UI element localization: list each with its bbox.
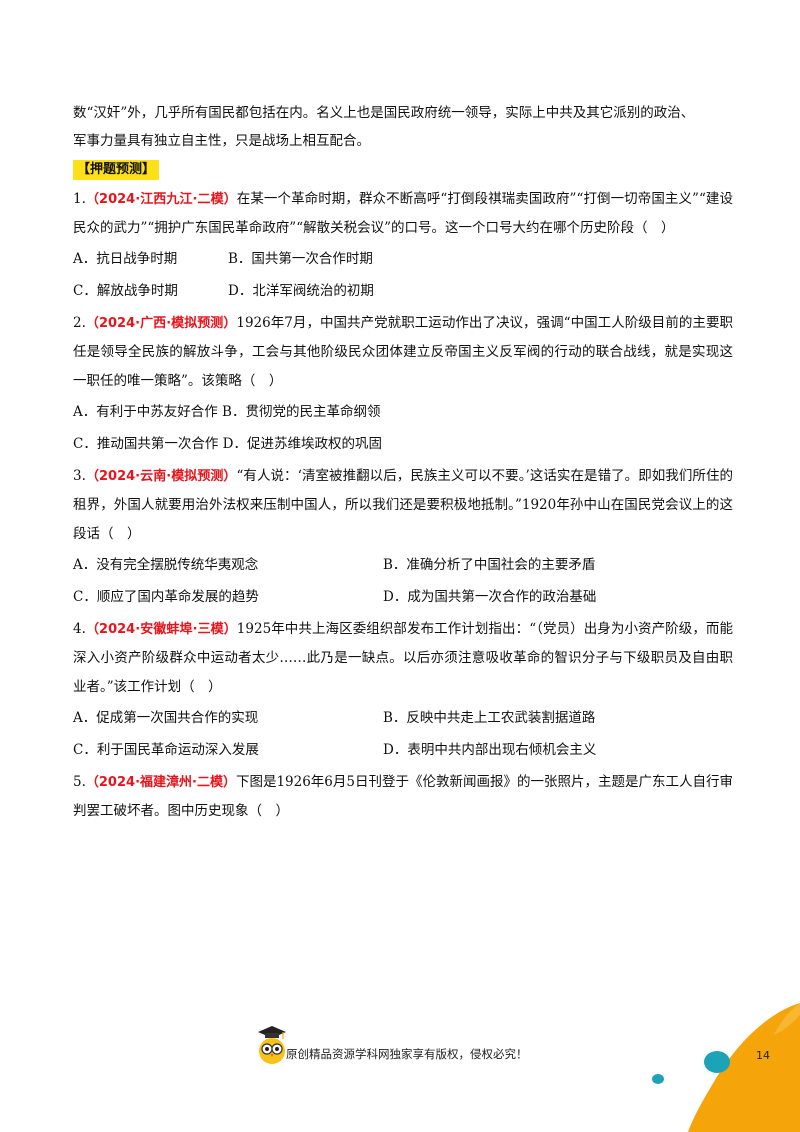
question-1-number: 1. [73,191,86,207]
question-1-option-a: A．抗日战争时期 [73,251,178,267]
question-1: 1.（2024·江西九江·二模）在某一个革命时期，群众不断高呼“打倒段祺瑞卖国政… [73,185,733,307]
question-1-option-d: D．北洋军阀统治的初期 [228,283,374,299]
page-content: 数“汉奸”外，几乎所有国民都包括在内。名义上也是国民政府统一领导，实际上中共及其… [73,99,733,826]
footer: 原创精品资源学科网独家享有版权，侵权必究！ [257,1020,557,1070]
question-3-option-c: C．顺应了国内革命发展的趋势 [73,589,259,605]
question-1-option-c: C．解放战争时期 [73,283,178,299]
question-5-number: 5. [73,774,86,790]
question-2-option-d: D．促进苏维埃政权的巩固 [222,436,382,452]
question-3-stem: 3.（2024·云南·模拟预测）“有人说：‘清室被推翻以后，民族主义可以不要。’… [73,462,733,549]
question-2-stem: 2.（2024·广西·模拟预测）1926年7月，中国共产党就职工运动作出了决议，… [73,309,733,396]
question-1-source: （2024·江西九江·二模） [85,192,237,207]
question-4-stem: 4.（2024·安徽蚌埠·三模）1925年中共上海区委组织部发布工作计划指出：“… [73,615,733,702]
question-3-option-b: B．准确分析了中国社会的主要矛盾 [383,557,596,573]
question-2-option-c: C．推动国共第一次合作 [73,436,219,452]
question-2-options-row-1: A．有利于中苏友好合作 B．贯彻党的民主革命纲领 [73,396,733,428]
question-1-stem: 1.（2024·江西九江·二模）在某一个革命时期，群众不断高呼“打倒段祺瑞卖国政… [73,185,733,243]
copyright-notice: 原创精品资源学科网独家享有版权，侵权必究！ [286,1047,528,1061]
question-1-options: A．抗日战争时期 B．国共第一次合作时期 C．解放战争时期 D．北洋军阀统治的初… [73,243,733,307]
question-4-option-d: D．表明中共内部出现右倾机会主义 [383,742,597,758]
question-4-source: （2024·安徽蚌埠·三模） [85,622,237,637]
question-4-options: A．促成第一次国共合作的实现 B．反映中共走上工农武装割据道路 C．利于国民革命… [73,702,733,766]
question-2-number: 2. [73,315,86,331]
intro-line-2: 军事力量具有独立自主性，只是战场上相互配合。 [73,133,370,149]
question-2-text: 1926年7月，中国共产党就职工运动作出了决议，强调“中国工人阶级目前的主要职任… [73,315,733,389]
question-3-option-d: D．成为国共第一次合作的政治基础 [383,589,597,605]
question-4-option-b: B．反映中共走上工农武装割据道路 [383,710,596,726]
question-3-source: （2024·云南·模拟预测） [85,469,237,484]
question-4-text: 1925年中共上海区委组织部发布工作计划指出：“（党员）出身为小资产阶级，而能深… [73,621,733,695]
question-4-option-a: A．促成第一次国共合作的实现 [73,710,259,726]
question-3-option-a: A．没有完全摆脱传统华夷观念 [73,557,259,573]
question-3-number: 3. [73,468,86,484]
question-1-option-b: B．国共第一次合作时期 [228,251,373,267]
question-4: 4.（2024·安徽蚌埠·三模）1925年中共上海区委组织部发布工作计划指出：“… [73,615,733,766]
page-number: 14 [756,1049,770,1062]
question-2-option-a: A．有利于中苏友好合作 [73,404,218,420]
question-3-options: A．没有完全摆脱传统华夷观念 B．准确分析了中国社会的主要矛盾 C．顺应了国内革… [73,549,733,613]
section-tag-prediction: 【押题预测】 [73,160,160,180]
question-5-source: （2024·福建漳州·二模） [85,775,236,790]
question-5-stem: 5.（2024·福建漳州·二模）下图是1926年6月5日刊登于《伦敦新闻画报》的… [73,768,733,826]
question-5-text: 下图是1926年6月5日刊登于《伦敦新闻画报》的一张照片，主题是广东工人自行审判… [73,774,733,819]
question-3-text: “有人说：‘清室被推翻以后，民族主义可以不要。’这话实在是错了。即如我们所住的租… [73,468,733,542]
question-2: 2.（2024·广西·模拟预测）1926年7月，中国共产党就职工运动作出了决议，… [73,309,733,460]
owl-mascot-icon [258,1026,286,1064]
question-3: 3.（2024·云南·模拟预测）“有人说：‘清室被推翻以后，民族主义可以不要。’… [73,462,733,613]
question-4-number: 4. [73,621,86,637]
question-1-text: 在某一个革命时期，群众不断高呼“打倒段祺瑞卖国政府”“打倒一切帝国主义”“建设民… [73,191,733,236]
question-2-options-row-2: C．推动国共第一次合作 D．促进苏维埃政权的巩固 [73,428,733,460]
question-5: 5.（2024·福建漳州·二模）下图是1926年6月5日刊登于《伦敦新闻画报》的… [73,768,733,826]
question-2-source: （2024·广西·模拟预测） [85,316,237,331]
intro-line-1: 数“汉奸”外，几乎所有国民都包括在内。名义上也是国民政府统一领导，实际上中共及其… [73,105,695,121]
question-2-option-b: B．贯彻党的民主革命纲领 [222,404,381,420]
question-4-option-c: C．利于国民革命运动深入发展 [73,742,259,758]
